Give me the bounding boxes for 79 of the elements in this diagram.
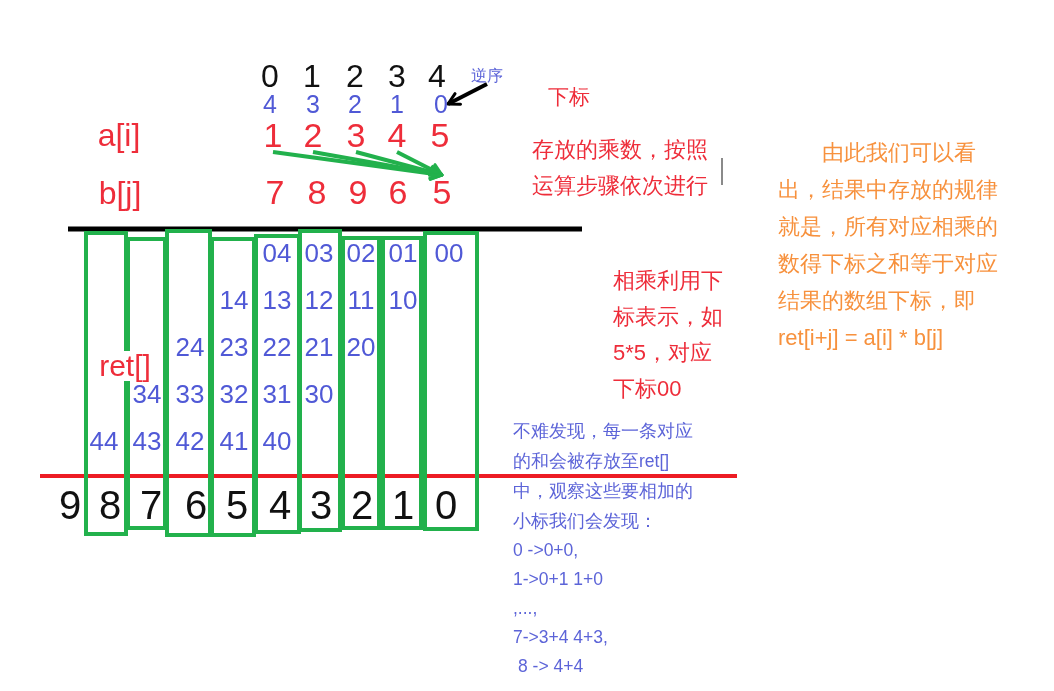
column-box <box>423 231 479 531</box>
index-pair: 23 <box>219 334 249 360</box>
digit: 3 <box>346 118 366 152</box>
index-pair: 13 <box>262 287 292 313</box>
index-digit: 4 <box>263 91 277 117</box>
index-pair: 10 <box>388 287 418 313</box>
result-index: 8 <box>98 485 122 525</box>
index-pair: 41 <box>219 428 249 454</box>
result-index: 6 <box>184 485 208 525</box>
digit: 5 <box>432 175 452 209</box>
note-text: 7->3+4 4+3, <box>513 629 608 647</box>
result-index: 9 <box>58 485 82 525</box>
annotation-text: 逆序 <box>471 68 503 84</box>
index-pair: 31 <box>262 381 292 407</box>
index-pair: 32 <box>219 381 249 407</box>
note-text: 相乘利用下标表示，如5*5，对应下标00 <box>613 267 724 403</box>
array-label: a[i] <box>97 119 141 151</box>
note-text: ,..., <box>513 600 538 618</box>
index-digit: 0 <box>434 91 448 117</box>
digit: 2 <box>303 118 323 152</box>
column-box <box>254 234 301 534</box>
index-pair: 12 <box>304 287 334 313</box>
index-pair: 40 <box>262 428 292 454</box>
index-pair: 33 <box>175 381 205 407</box>
index-pair: 22 <box>262 334 292 360</box>
note-text: 1->0+1 1+0 <box>513 571 603 589</box>
result-index: 5 <box>225 485 249 525</box>
index-pair: 34 <box>132 381 162 407</box>
result-index: 0 <box>434 485 458 525</box>
note-text: 存放的乘数，按照运算步骤依次进行 <box>532 136 709 200</box>
index-pair: 43 <box>132 428 162 454</box>
index-pair: 42 <box>175 428 205 454</box>
index-digit: 3 <box>306 91 320 117</box>
digit: 5 <box>430 118 450 152</box>
note-text: 不难发现，每一条对应的和会被存放至ret[]中，观察这些要相加的小标我们会发现： <box>513 420 694 533</box>
arrow <box>446 82 488 106</box>
result-index: 3 <box>309 485 333 525</box>
digit: 6 <box>388 175 408 209</box>
note-text: 8 -> 4+4 <box>518 658 584 676</box>
column-box <box>341 236 381 530</box>
digit: 4 <box>428 60 446 92</box>
index-digit: 1 <box>390 91 404 117</box>
digit: 0 <box>261 60 279 92</box>
index-pair: 21 <box>304 334 334 360</box>
index-pair: 14 <box>219 287 249 313</box>
index-pair: 11 <box>347 287 375 313</box>
digit: 7 <box>265 175 285 209</box>
note-text: 0 ->0+0, <box>513 542 579 560</box>
digit: 3 <box>388 60 406 92</box>
digit: 8 <box>307 175 327 209</box>
arrow <box>396 150 444 177</box>
digit: 2 <box>346 60 364 92</box>
result-index: 1 <box>391 485 415 525</box>
arrow <box>355 150 444 180</box>
array-label: b[j] <box>98 177 142 209</box>
digit: 1 <box>303 60 321 92</box>
digit: 9 <box>348 175 368 209</box>
index-pair: 44 <box>89 428 119 454</box>
index-digit: 2 <box>348 91 362 117</box>
column-box <box>298 229 342 532</box>
index-pair: 03 <box>304 240 334 266</box>
index-pair: 04 <box>262 240 292 266</box>
result-index: 7 <box>139 485 163 525</box>
column-box <box>165 229 212 537</box>
result-index: 2 <box>350 485 374 525</box>
column-box <box>210 237 256 537</box>
column-box <box>381 236 423 530</box>
digit: 1 <box>263 118 283 152</box>
index-pair: 00 <box>434 240 464 266</box>
index-pair: 20 <box>346 334 376 360</box>
digit: 4 <box>387 118 407 152</box>
annotation-text: 下标 <box>548 85 590 107</box>
index-pair: 24 <box>175 334 205 360</box>
index-pair: 02 <box>346 240 376 266</box>
array-label: ret[] <box>99 351 151 381</box>
index-pair: 01 <box>388 240 418 266</box>
note-text: 由此我们可以看出，结果中存放的规律就是，所有对应相乘的数得下标之和等于对应结果的数组下标，即ret[i+j] = a[i] * b[j] <box>778 139 999 352</box>
result-index: 4 <box>268 485 292 525</box>
index-pair: 30 <box>304 381 334 407</box>
